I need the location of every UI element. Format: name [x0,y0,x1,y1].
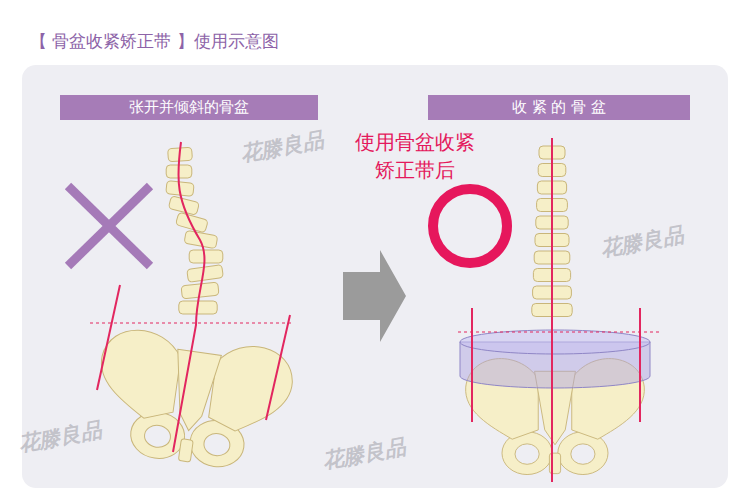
vertebra [189,250,223,263]
obturator-hole [203,432,232,457]
obturator-hole [515,444,539,464]
pubic-joint [178,439,193,462]
cross-line [68,186,150,266]
ischium [558,432,608,475]
belt-band [460,330,650,388]
sacrum [167,349,222,433]
callout-text: 使用骨盆收紧矫正带后 [352,128,478,184]
arrow-shape [343,250,406,342]
upright-line [471,308,473,422]
ischium [502,432,552,475]
obturator-hole [143,424,172,449]
title: 【 骨盆收紧矫正带 】使用示意图 [30,30,279,53]
panel [22,65,728,488]
vertebra [187,265,224,283]
cross-line [68,186,150,266]
guide-lines [90,138,662,482]
vertebra [175,212,208,233]
belt-top [460,330,650,354]
obturator-hole [571,444,595,464]
heading-band: 张开并倾斜的骨盆 [60,95,318,120]
upright-line [639,308,641,422]
cross-mark [68,186,150,266]
tilt-line [97,285,120,390]
tilt-line [266,315,290,420]
dotted-line [90,323,292,324]
axis-line [551,138,553,482]
heading-band: 收 紧 的 骨 盆 [428,95,690,120]
band-text: 张开并倾斜的骨盆 [129,98,249,117]
band-text: 收 紧 的 骨 盆 [512,98,606,117]
circle-mark [433,189,507,263]
axis-line [173,142,204,452]
vertebra [184,230,218,248]
dotted-line [458,332,662,333]
